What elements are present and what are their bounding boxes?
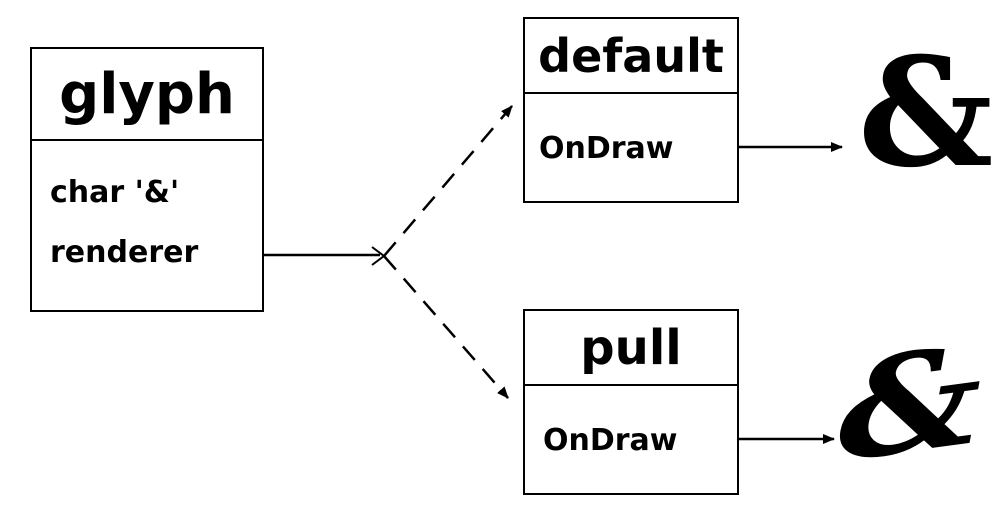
- glyph-node-title: glyph: [59, 61, 235, 127]
- pull-node-title: pull: [580, 319, 682, 376]
- glyph-char-field: char '&': [50, 175, 180, 210]
- default-ondraw-field: OnDraw: [539, 131, 674, 166]
- dashed-arrow-to-pull: [383, 255, 509, 399]
- dashed-arrow-to-default: [383, 105, 513, 257]
- default-node: default OnDraw: [523, 17, 739, 203]
- pulled-ampersand-glyph: &: [822, 313, 997, 496]
- default-ampersand-glyph: &: [858, 25, 994, 201]
- glyph-node-header: glyph: [32, 49, 262, 141]
- default-node-title: default: [538, 28, 724, 83]
- pull-ondraw-field: OnDraw: [543, 423, 678, 458]
- pull-node: pull OnDraw: [523, 309, 739, 495]
- glyph-node: glyph char '&' renderer: [30, 47, 264, 312]
- default-node-header: default: [525, 19, 737, 94]
- pull-node-header: pull: [525, 311, 737, 386]
- glyph-renderer-field: renderer: [50, 235, 199, 270]
